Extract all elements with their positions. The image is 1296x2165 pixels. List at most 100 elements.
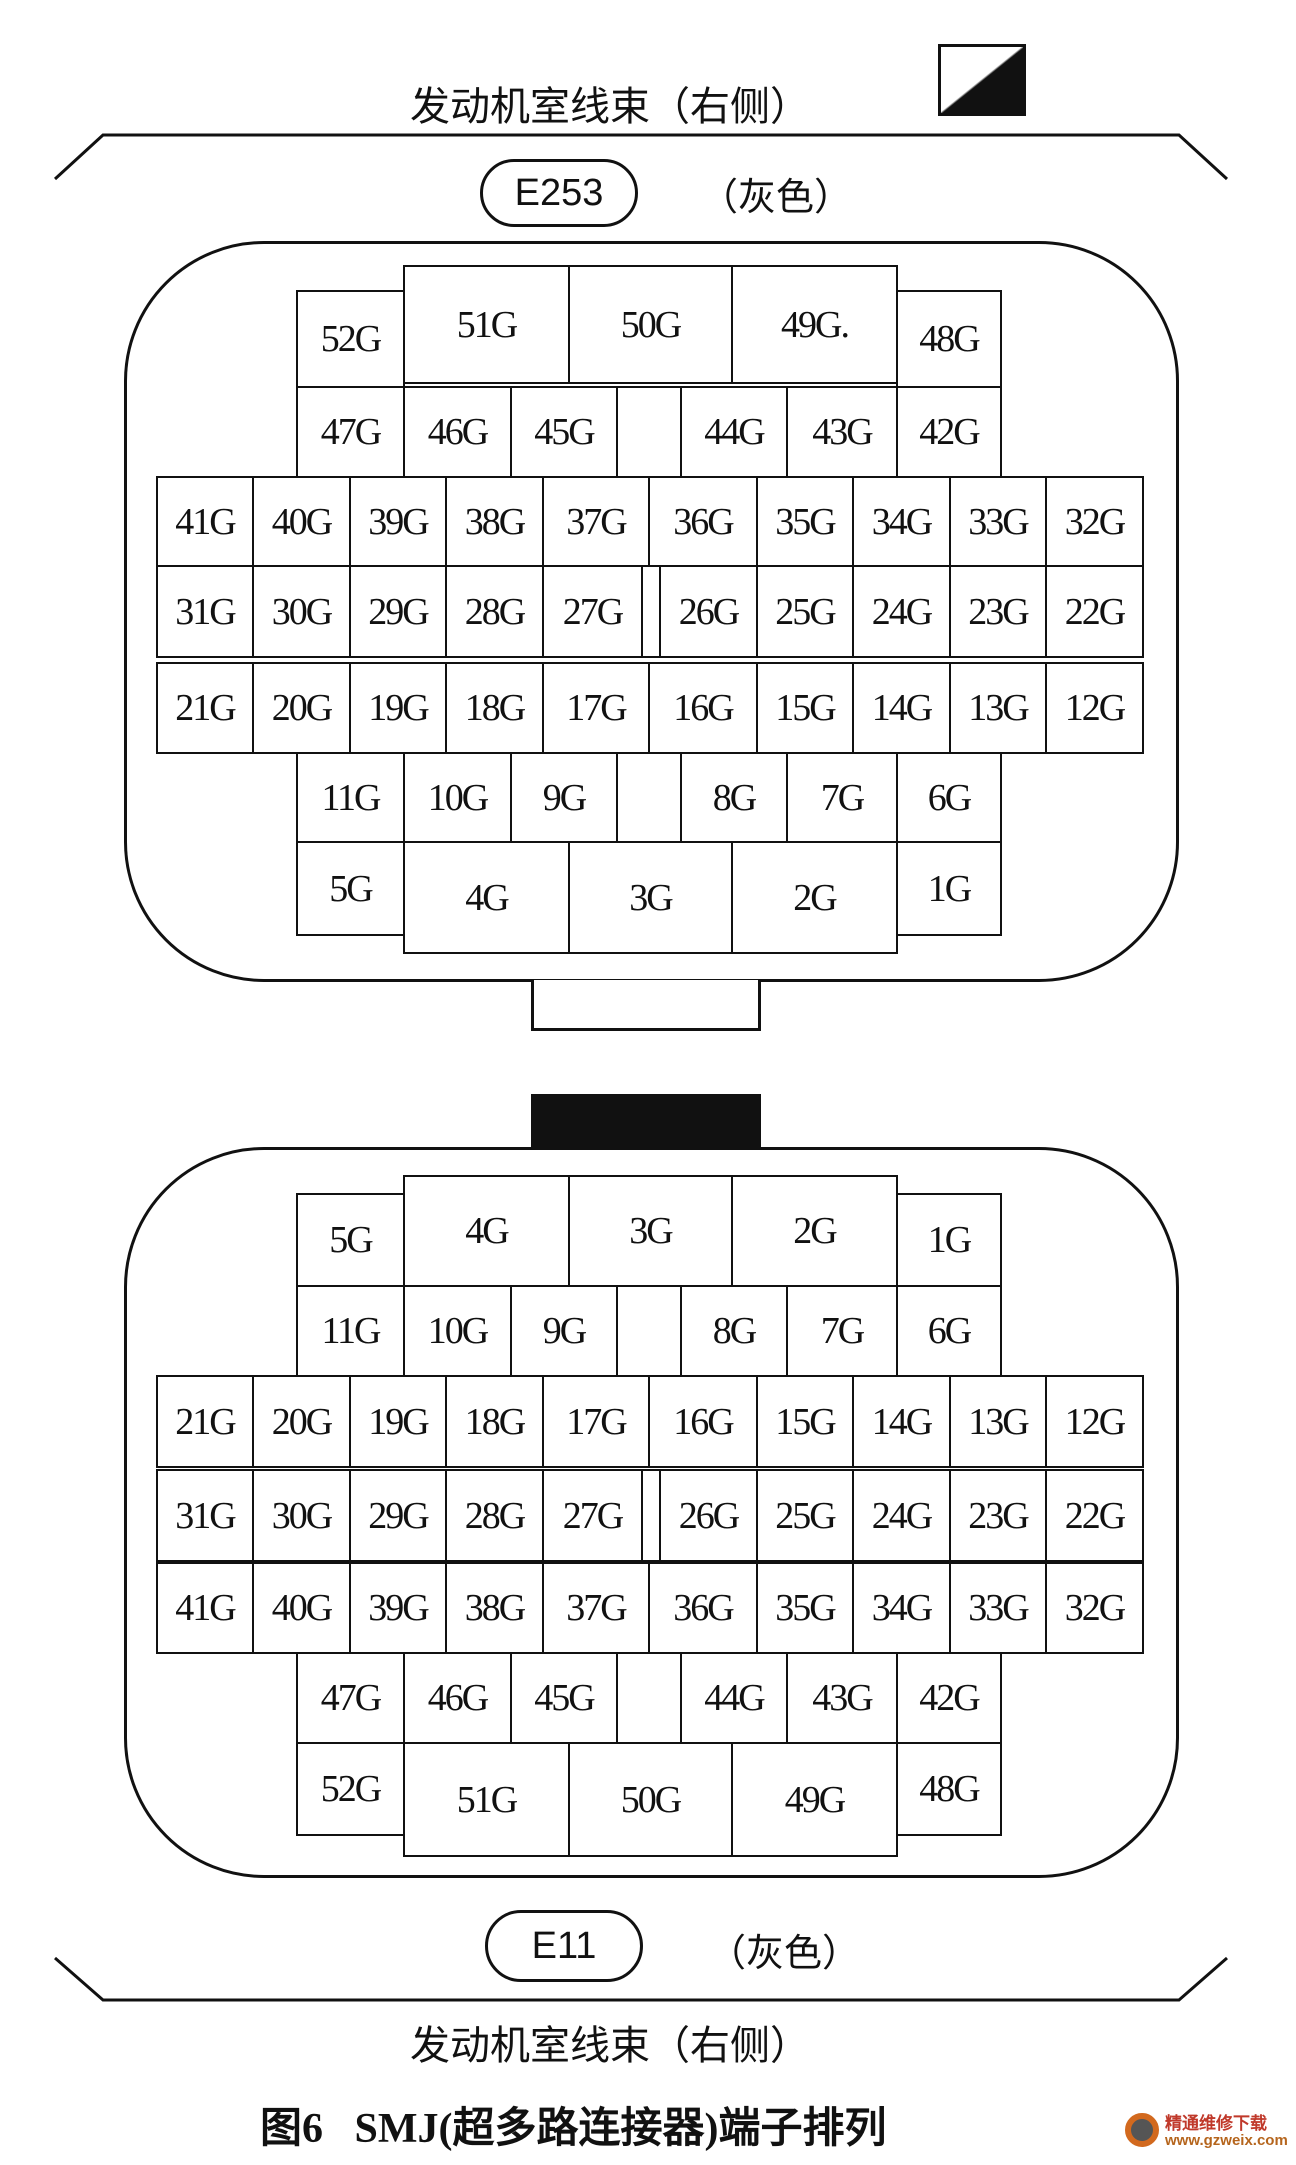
- terminal-47G: 47G: [296, 1652, 405, 1744]
- terminal-16G: 16G: [648, 662, 758, 754]
- terminal-empty-slot: [616, 1652, 682, 1744]
- terminal-52G: 52G: [296, 1742, 405, 1836]
- terminal-32G: 32G: [1045, 1562, 1144, 1654]
- terminal-20G: 20G: [252, 662, 351, 754]
- terminal-31G: 31G: [156, 1469, 254, 1562]
- terminal-41G: 41G: [156, 476, 254, 567]
- terminal-33G: 33G: [949, 476, 1047, 567]
- terminal-26G: 26G: [659, 565, 758, 658]
- connector-view-icon: [938, 44, 1026, 116]
- terminal-10G: 10G: [403, 752, 512, 843]
- terminal-42G: 42G: [896, 1652, 1002, 1744]
- watermark-brand: 精通维修下载: [1165, 2114, 1267, 2133]
- terminal-16G: 16G: [648, 1375, 758, 1468]
- terminal-40G: 40G: [252, 476, 351, 567]
- terminal-49G: 49G.: [731, 265, 898, 384]
- terminal-23G: 23G: [949, 565, 1047, 658]
- terminal-14G: 14G: [852, 662, 951, 754]
- connector-id-badge-top: E253: [480, 159, 638, 227]
- terminal-47G: 47G: [296, 386, 405, 478]
- terminal-41G: 41G: [156, 1562, 254, 1654]
- terminal-28G: 28G: [445, 1469, 544, 1562]
- terminal-42G: 42G: [896, 386, 1002, 478]
- terminal-34G: 34G: [852, 1562, 951, 1654]
- terminal-46G: 46G: [403, 386, 512, 478]
- terminal-22G: 22G: [1045, 1469, 1144, 1562]
- terminal-43G: 43G: [786, 1652, 898, 1744]
- terminal-37G: 37G: [542, 476, 650, 567]
- connector-housing-bottom: [124, 1147, 1179, 1878]
- figure-number: 图6: [260, 2106, 324, 2152]
- terminal-38G: 38G: [445, 476, 544, 567]
- terminal-empty-slot: [641, 1469, 661, 1562]
- terminal-7G: 7G: [786, 752, 898, 843]
- terminal-18G: 18G: [445, 1375, 544, 1468]
- terminal-9G: 9G: [510, 1285, 618, 1377]
- terminal-29G: 29G: [349, 565, 447, 658]
- terminal-39G: 39G: [349, 1562, 447, 1654]
- terminal-37G: 37G: [542, 1562, 650, 1654]
- terminal-52G: 52G: [296, 290, 405, 388]
- harness-title-top: 发动机室线束（右侧）: [410, 84, 810, 129]
- terminal-17G: 17G: [542, 1375, 650, 1468]
- terminal-6G: 6G: [896, 752, 1002, 843]
- terminal-50G: 50G: [568, 265, 733, 384]
- terminal-2G: 2G: [731, 841, 898, 954]
- terminal-35G: 35G: [756, 476, 854, 567]
- connector-color-top: （灰色）: [700, 177, 853, 219]
- locking-tab-top: [531, 980, 761, 1031]
- terminal-19G: 19G: [349, 1375, 447, 1468]
- terminal-45G: 45G: [510, 386, 618, 478]
- terminal-48G: 48G: [896, 290, 1002, 388]
- terminal-8G: 8G: [680, 1285, 788, 1377]
- terminal-12G: 12G: [1045, 1375, 1144, 1468]
- terminal-23G: 23G: [949, 1469, 1047, 1562]
- terminal-14G: 14G: [852, 1375, 951, 1468]
- terminal-3G: 3G: [568, 841, 733, 954]
- terminal-26G: 26G: [659, 1469, 758, 1562]
- connector-id-badge-bottom: E11: [485, 1910, 643, 1982]
- harness-title-bottom: 发动机室线束（右侧）: [410, 2023, 810, 2068]
- terminal-21G: 21G: [156, 1375, 254, 1468]
- terminal-51G: 51G: [403, 265, 570, 384]
- locking-tab-bottom: [531, 1094, 761, 1147]
- connector-color-bottom: （灰色）: [708, 1933, 861, 1975]
- terminal-empty-slot: [616, 1285, 682, 1377]
- terminal-28G: 28G: [445, 565, 544, 658]
- terminal-31G: 31G: [156, 565, 254, 658]
- terminal-7G: 7G: [786, 1285, 898, 1377]
- terminal-50G: 50G: [568, 1742, 733, 1857]
- terminal-45G: 45G: [510, 1652, 618, 1744]
- terminal-2G: 2G: [731, 1175, 898, 1287]
- terminal-10G: 10G: [403, 1285, 512, 1377]
- terminal-18G: 18G: [445, 662, 544, 754]
- figure-caption-text: SMJ(超多路连接器)端子排列: [354, 2106, 887, 2152]
- terminal-1G: 1G: [896, 1193, 1002, 1287]
- terminal-3G: 3G: [568, 1175, 733, 1287]
- terminal-35G: 35G: [756, 1562, 854, 1654]
- terminal-40G: 40G: [252, 1562, 351, 1654]
- terminal-empty-slot: [641, 565, 661, 658]
- terminal-25G: 25G: [756, 565, 854, 658]
- terminal-34G: 34G: [852, 476, 951, 567]
- terminal-39G: 39G: [349, 476, 447, 567]
- terminal-13G: 13G: [949, 662, 1047, 754]
- terminal-21G: 21G: [156, 662, 254, 754]
- terminal-6G: 6G: [896, 1285, 1002, 1377]
- terminal-30G: 30G: [252, 565, 351, 658]
- terminal-51G: 51G: [403, 1742, 570, 1857]
- terminal-30G: 30G: [252, 1469, 351, 1562]
- terminal-empty-slot: [616, 386, 682, 478]
- terminal-empty-slot: [616, 752, 682, 843]
- terminal-19G: 19G: [349, 662, 447, 754]
- terminal-5G: 5G: [296, 1193, 405, 1287]
- terminal-48G: 48G: [896, 1742, 1002, 1836]
- terminal-46G: 46G: [403, 1652, 512, 1744]
- watermark-url: www.gzweix.com: [1165, 2132, 1288, 2149]
- eye-logo-icon: [1125, 2113, 1159, 2147]
- terminal-11G: 11G: [296, 1285, 405, 1377]
- terminal-17G: 17G: [542, 662, 650, 754]
- terminal-20G: 20G: [252, 1375, 351, 1468]
- terminal-44G: 44G: [680, 1652, 788, 1744]
